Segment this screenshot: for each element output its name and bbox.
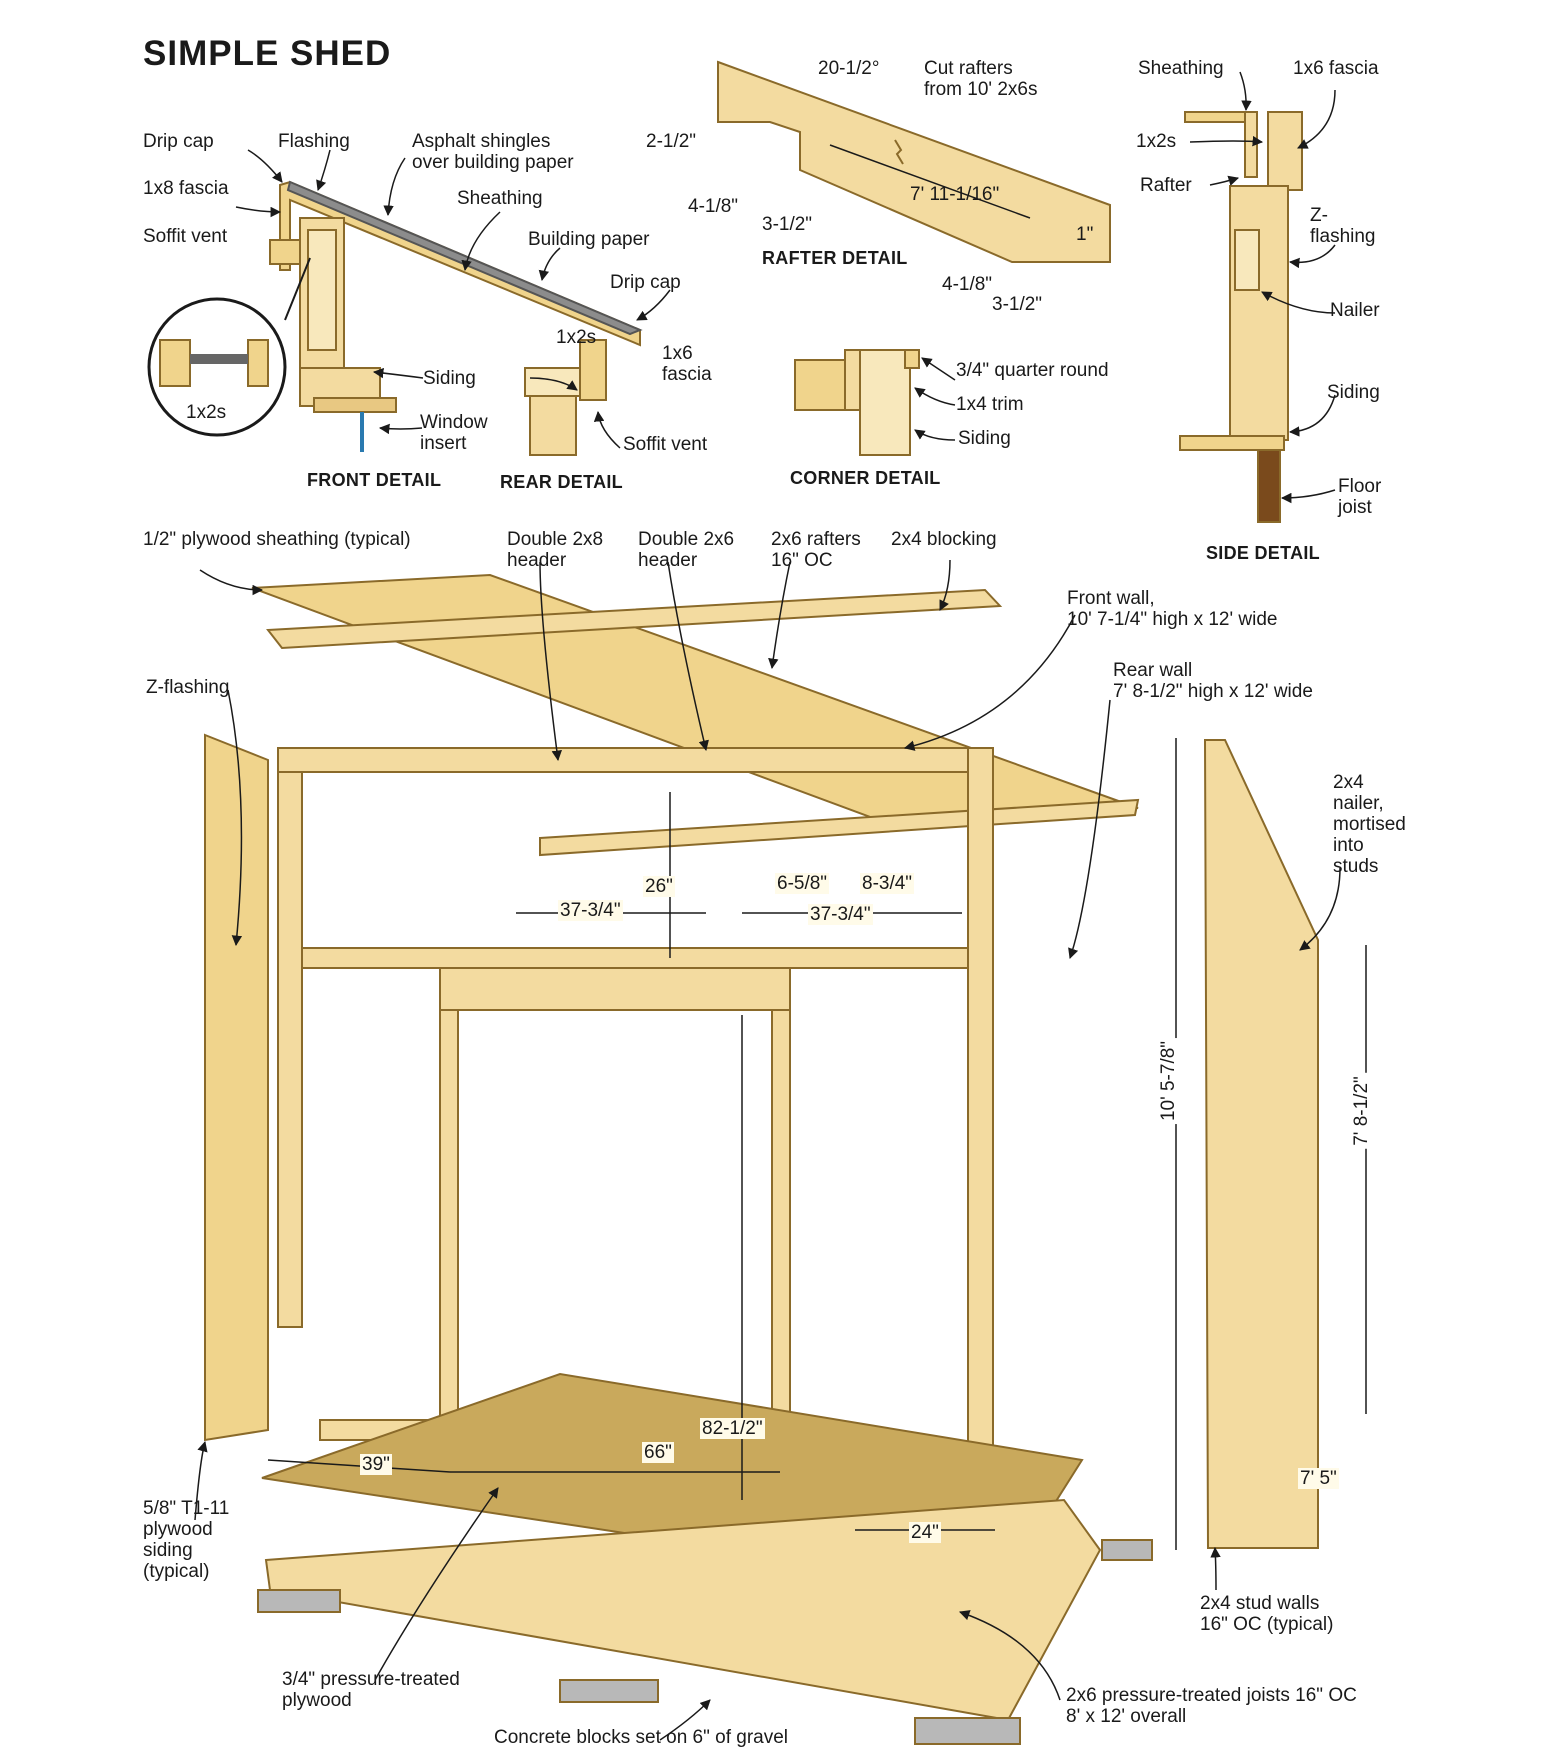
label-siding-front: Siding	[423, 368, 476, 389]
label-rafter-4-1-8-b: 4-1/8"	[942, 274, 993, 295]
label-side-nailer: Nailer	[1330, 300, 1380, 321]
label-rafter-4-1-8-a: 4-1/8"	[688, 196, 739, 217]
right-side-wall-frame	[1203, 739, 1319, 1549]
label-stud-walls: 2x4 stud walls 16" OC (typical)	[1200, 1593, 1334, 1635]
label-rafter-2-1-2: 2-1/2"	[646, 131, 697, 152]
label-building-paper: Building paper	[528, 229, 650, 250]
dim-37-3-4-left: 37-3/4"	[558, 900, 623, 921]
caption-front-detail: FRONT DETAIL	[307, 470, 442, 490]
label-side-1x2s: 1x2s	[1136, 131, 1177, 152]
label-corner-siding: Siding	[958, 428, 1011, 449]
caption-side-detail: SIDE DETAIL	[1206, 543, 1320, 563]
caption-rafter-detail: RAFTER DETAIL	[762, 248, 908, 268]
label-rafter-1: 1"	[1076, 224, 1094, 245]
label-pt-plywood: 3/4" pressure-treated plywood	[282, 1669, 460, 1711]
label-double-2x8-header: Double 2x8 header	[507, 529, 604, 571]
label-side-rafter: Rafter	[1140, 175, 1192, 196]
label-z-flashing: Z-flashing	[146, 677, 230, 698]
dim-7-5: 7' 5"	[1298, 1468, 1339, 1489]
label-1x2s-rear: 1x2s	[556, 327, 597, 348]
front-wall-frame	[277, 747, 994, 1491]
label-soffit-vent-front: Soffit vent	[143, 226, 228, 247]
label-plywood-sheathing: 1/2" plywood sheathing (typical)	[143, 529, 411, 550]
label-2x6-rafters: 2x6 rafters 16" OC	[771, 529, 861, 571]
label-soffit-vent-rear: Soffit vent	[623, 434, 708, 455]
dim-37-3-4-right: 37-3/4"	[808, 904, 873, 925]
label-1x8-fascia: 1x8 fascia	[143, 178, 229, 199]
label-side-siding: Siding	[1327, 382, 1380, 403]
dim-66: 66"	[642, 1442, 674, 1463]
soffit-vent-circle-detail	[147, 257, 311, 437]
rear-detail-drawing	[524, 339, 607, 456]
page-title: SIMPLE SHED	[143, 34, 392, 73]
label-1x2s-circle: 1x2s	[186, 402, 227, 423]
label-double-2x6-header: Double 2x6 header	[638, 529, 735, 571]
label-1x4-trim: 1x4 trim	[956, 394, 1024, 415]
caption-corner-detail: CORNER DETAIL	[790, 468, 941, 488]
dim-8-3-4: 8-3/4"	[860, 873, 915, 894]
dim-39: 39"	[360, 1454, 392, 1475]
label-rafter-angle: 20-1/2°	[818, 58, 880, 79]
label-rafter-3-1-2-a: 3-1/2"	[762, 214, 813, 235]
dim-6-5-8: 6-5/8"	[775, 873, 830, 894]
caption-rear-detail: REAR DETAIL	[500, 472, 623, 492]
dim-26: 26"	[643, 876, 675, 897]
label-side-fascia: 1x6 fascia	[1293, 58, 1379, 79]
label-cut-rafters: Cut rafters from 10' 2x6s	[924, 58, 1038, 100]
label-front-wall: Front wall, 10' 7-1/4" high x 12' wide	[1067, 588, 1278, 630]
label-floor-joist: Floor joist	[1338, 476, 1382, 518]
front-detail-drawing	[269, 180, 643, 452]
label-t1-11-siding: 5/8" T1-11 plywood siding (typical)	[143, 1498, 230, 1582]
label-drip-cap: Drip cap	[143, 131, 214, 152]
label-pt-joists: 2x6 pressure-treated joists 16" OC 8' x …	[1066, 1685, 1357, 1727]
label-drip-cap-rear: Drip cap	[610, 272, 681, 293]
dim-82-1-2: 82-1/2"	[700, 1418, 765, 1439]
label-sheathing: Sheathing	[457, 188, 543, 209]
label-quarter-round: 3/4" quarter round	[956, 360, 1109, 381]
label-asphalt-shingles: Asphalt shingles over building paper	[412, 131, 574, 173]
floor-and-joists	[257, 1372, 1153, 1745]
leader-lines	[194, 71, 1341, 1741]
dim-front-wall-height: 10' 5-7/8"	[1158, 1037, 1181, 1125]
label-rafter-3-1-2-b: 3-1/2"	[992, 294, 1043, 315]
dim-24: 24"	[909, 1522, 941, 1543]
side-detail-drawing	[1179, 111, 1303, 523]
label-rafter-length: 7' 11-1/16"	[910, 184, 1000, 205]
label-side-z-flashing: Z- flashing	[1310, 205, 1376, 247]
dimension-lines	[267, 738, 1367, 1550]
rafter-detail-drawing	[717, 60, 1111, 263]
label-rear-wall: Rear wall 7' 8-1/2" high x 12' wide	[1113, 660, 1313, 702]
label-window-insert: Window insert	[420, 412, 488, 454]
dim-rear-wall-height: 7' 8-1/2"	[1350, 1073, 1373, 1149]
corner-detail-drawing	[794, 349, 920, 456]
label-2x4-nailer: 2x4 nailer, mortised into studs	[1333, 772, 1406, 877]
label-flashing: Flashing	[278, 131, 350, 152]
label-2x4-blocking: 2x4 blocking	[891, 529, 997, 550]
label-side-sheathing: Sheathing	[1138, 58, 1224, 79]
siding-panel	[204, 733, 269, 1442]
roof-sheathing-and-rafters	[251, 573, 1140, 857]
label-1x6-fascia: 1x6 fascia	[662, 343, 712, 385]
label-concrete-blocks: Concrete blocks set on 6" of gravel	[494, 1727, 789, 1748]
